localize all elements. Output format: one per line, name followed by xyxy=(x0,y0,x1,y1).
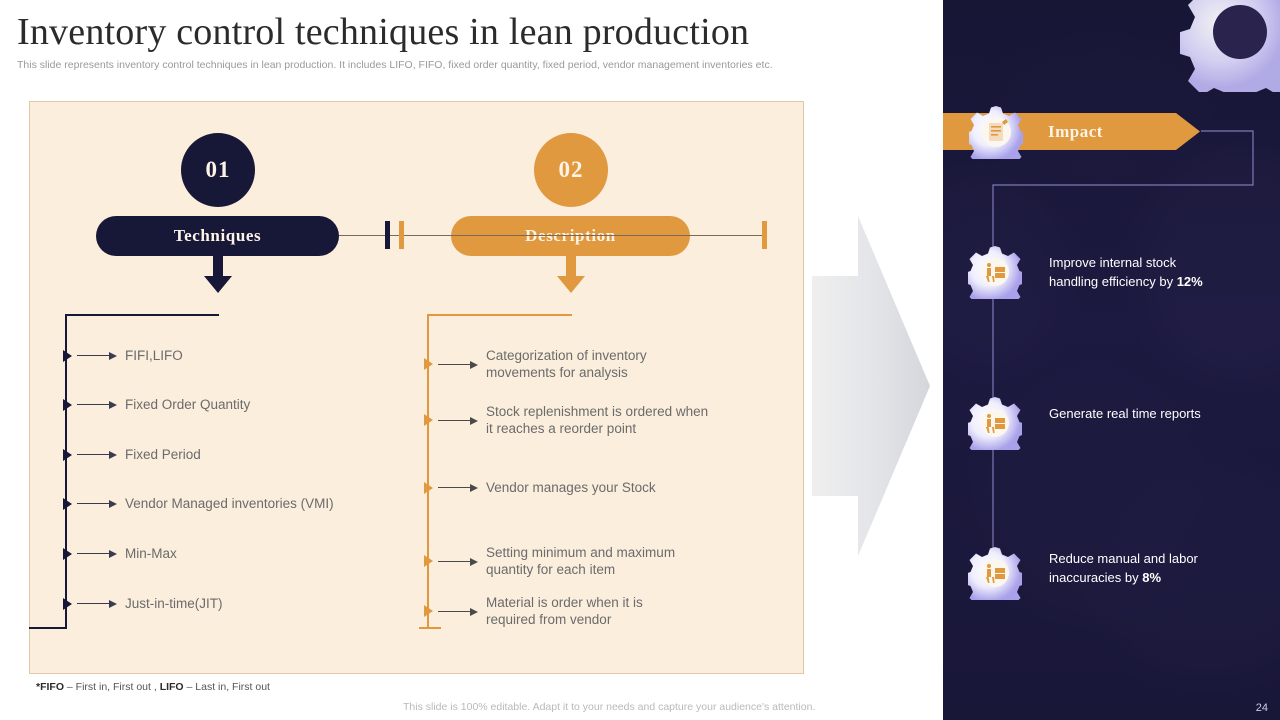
connector-rail xyxy=(339,235,767,236)
footnote-fifo: *FIFO xyxy=(36,681,64,693)
column-number-01: 01 xyxy=(181,133,255,207)
footnote-suffix: – Last in, First out xyxy=(183,681,270,693)
triangle-marker-icon xyxy=(63,349,75,363)
technique-label: Vendor Managed inventories (VMI) xyxy=(125,496,334,511)
list-item[interactable]: FIFI,LIFO xyxy=(63,347,183,364)
impact-item-text: Reduce manual and labor inaccuracies by … xyxy=(1049,549,1249,587)
impact-panel: Impact xyxy=(943,0,1280,720)
impact-banner-label: Impact xyxy=(1048,121,1103,141)
list-item[interactable]: Fixed Period xyxy=(63,446,201,463)
page-title: Inventory control techniques in lean pro… xyxy=(17,11,750,53)
impact-item-plain: Generate real time reports xyxy=(1049,406,1201,421)
description-label: Setting minimum and maximum quantity for… xyxy=(486,545,676,577)
editable-note: This slide is 100% editable. Adapt it to… xyxy=(403,701,816,713)
column-number-02: 02 xyxy=(534,133,608,207)
list-item[interactable]: Setting minimum and maximum quantity for… xyxy=(424,544,675,578)
list-item[interactable]: Vendor manages your Stock xyxy=(424,479,656,496)
gear-icon-impact-1 xyxy=(968,246,1022,299)
arrow-right-icon xyxy=(77,450,117,460)
arrow-right-icon xyxy=(438,359,478,369)
footnote-mid: – First in, First out , xyxy=(64,681,160,693)
list-item[interactable]: Fixed Order Quantity xyxy=(63,396,250,413)
impact-item-text: Improve internal stock handling efficien… xyxy=(1049,253,1249,291)
impact-item-text: Generate real time reports xyxy=(1049,404,1249,423)
description-label: Vendor manages your Stock xyxy=(486,480,656,495)
arrow-right-icon xyxy=(77,400,117,410)
rail-tick-orange-left xyxy=(399,221,404,249)
down-arrow-icon-techniques xyxy=(204,254,232,293)
column-heading-description[interactable]: Description xyxy=(451,216,690,256)
arrow-right-icon xyxy=(438,606,478,616)
gear-icon-impact-2 xyxy=(968,397,1022,450)
technique-label: FIFI,LIFO xyxy=(125,348,183,363)
flow-arrow-icon xyxy=(812,216,930,556)
techniques-bracket xyxy=(29,314,219,629)
footnote: *FIFO – First in, First out , LIFO – Las… xyxy=(36,681,270,693)
triangle-marker-icon xyxy=(424,413,436,427)
arrow-right-icon xyxy=(77,599,117,609)
list-item[interactable]: Material is order when it is required fr… xyxy=(424,594,643,628)
triangle-marker-icon xyxy=(424,604,436,618)
technique-label: Fixed Period xyxy=(125,447,201,462)
technique-label: Fixed Order Quantity xyxy=(125,397,251,412)
impact-item-metric: 12% xyxy=(1176,274,1203,289)
triangle-marker-icon xyxy=(63,597,75,611)
arrow-right-icon xyxy=(438,483,478,493)
description-label: Material is order when it is required fr… xyxy=(486,595,643,627)
rail-tick-navy xyxy=(385,221,390,249)
technique-label: Min-Max xyxy=(125,546,177,561)
triangle-marker-icon xyxy=(63,547,75,561)
list-item[interactable]: Categorization of inventory movements fo… xyxy=(424,347,647,381)
impact-item-plain: Improve internal stock handling efficien… xyxy=(1049,255,1177,289)
arrow-right-icon xyxy=(77,351,117,361)
impact-connector-lines xyxy=(992,130,1254,600)
arrow-right-icon xyxy=(438,556,478,566)
footnote-lifo: LIFO xyxy=(159,681,184,693)
triangle-marker-icon xyxy=(63,448,75,462)
triangle-marker-icon xyxy=(63,398,75,412)
column-heading-techniques[interactable]: Techniques xyxy=(96,216,339,256)
down-arrow-icon-description xyxy=(557,254,585,293)
gear-icon-corner xyxy=(1180,0,1280,92)
list-item[interactable]: Stock replenishment is ordered when it r… xyxy=(424,403,708,437)
content-panel xyxy=(29,101,804,674)
list-item[interactable]: Vendor Managed inventories (VMI) xyxy=(63,495,334,512)
page-number: 24 xyxy=(1255,702,1268,714)
page-subtitle: This slide represents inventory control … xyxy=(17,59,773,71)
triangle-marker-icon xyxy=(424,554,436,568)
triangle-marker-icon xyxy=(63,497,75,511)
impact-item-plain: Reduce manual and labor inaccuracies by xyxy=(1049,551,1198,585)
triangle-marker-icon xyxy=(424,357,436,371)
descriptions-bracket xyxy=(419,314,572,629)
technique-label: Just-in-time(JIT) xyxy=(125,596,223,611)
list-item[interactable]: Just-in-time(JIT) xyxy=(63,595,223,612)
impact-item-metric: 8% xyxy=(1142,570,1162,585)
arrow-right-icon xyxy=(77,549,117,559)
arrow-right-icon xyxy=(438,415,478,425)
triangle-marker-icon xyxy=(424,481,436,495)
description-label: Stock replenishment is ordered when it r… xyxy=(486,404,709,436)
description-label: Categorization of inventory movements fo… xyxy=(486,348,647,380)
arrow-right-icon xyxy=(77,499,117,509)
gear-icon-impact-header xyxy=(969,106,1023,159)
rail-tick-orange-right xyxy=(762,221,767,249)
list-item[interactable]: Min-Max xyxy=(63,545,177,562)
gear-icon-impact-3 xyxy=(968,547,1022,600)
